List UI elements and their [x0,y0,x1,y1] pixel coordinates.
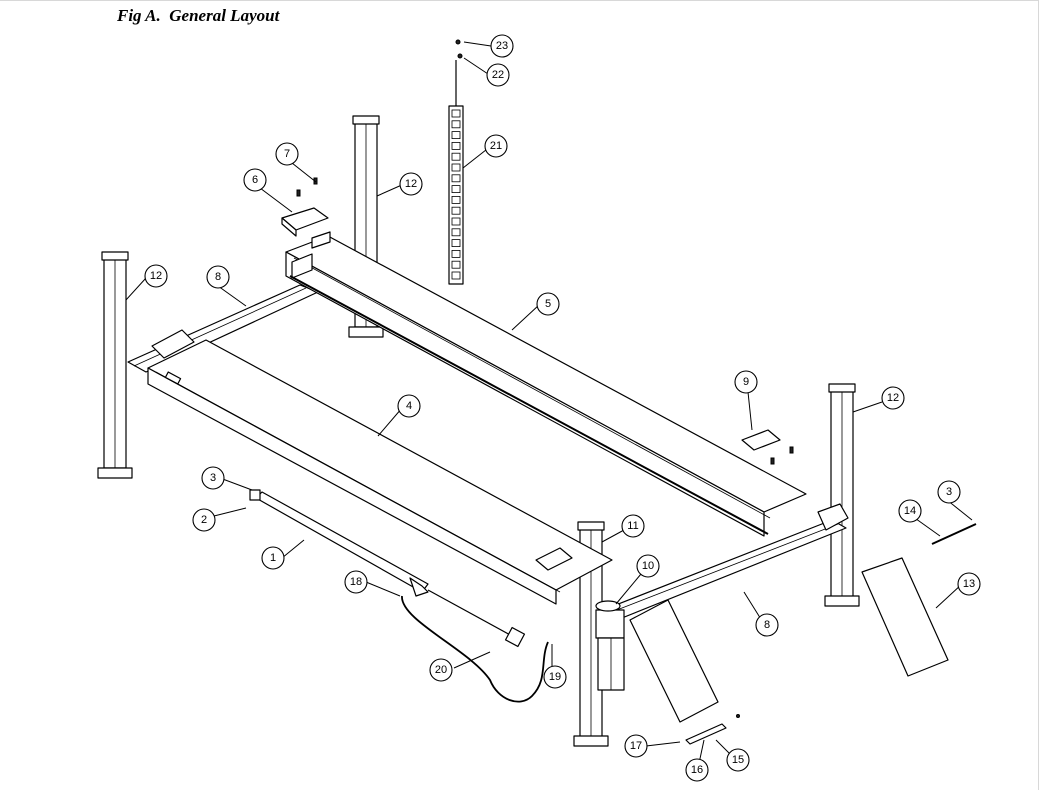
callout-label: 3 [946,486,952,498]
callout-label: 12 [887,392,899,404]
callout-12-rear: 12 [399,172,423,196]
ladder-slot [451,228,461,237]
hydraulic-hose-20 [401,595,549,703]
callout-4: 4 [397,394,421,418]
callout-label: 4 [406,400,412,412]
ladder-slot [451,249,461,258]
callout-16: 16 [685,758,709,782]
ladder-slot [451,152,461,161]
callout-label: 18 [350,576,362,588]
callout-3-right: 3 [937,480,961,504]
ladder-slot [451,195,461,204]
callout-label: 20 [435,664,447,676]
ladder-slot [451,185,461,194]
callout-10: 10 [636,554,660,578]
callout-label: 7 [284,148,290,160]
runway-5 [285,231,807,537]
callout-label: 12 [405,178,417,190]
callout-20: 20 [429,658,453,682]
callout-label: 11 [627,520,638,532]
callout-label: 6 [252,174,258,186]
callout-8-front: 8 [755,613,779,637]
callout-3-left: 3 [201,466,225,490]
ladder-slot [451,217,461,226]
callout-label: 14 [904,505,916,517]
callout-12-right: 12 [881,386,905,410]
callout-18: 18 [344,570,368,594]
ladder-slot [451,260,461,269]
wheel-stop-6 [281,207,329,237]
wheel-stop-front [535,547,573,571]
wheel-stop-rear-left [151,329,195,359]
callout-8-rear: 8 [206,265,230,289]
callout-6: 6 [243,168,267,192]
callout-17: 17 [624,734,648,758]
callout-label: 21 [490,140,502,152]
post-left-front [97,251,133,479]
callout-label: 2 [201,514,207,526]
callout-label: 10 [642,560,654,572]
callout-9: 9 [734,370,758,394]
callout-label: 13 [963,578,975,590]
callout-label: 16 [691,764,703,776]
power-unit-10 [595,600,625,691]
crossbeam-front [597,503,849,623]
ladder-slot [451,174,461,183]
callout-label: 23 [496,40,508,52]
callout-1: 1 [261,546,285,570]
callout-19: 19 [543,665,567,689]
hydraulic-cylinder-1 [249,489,526,648]
callout-label: 17 [630,740,642,752]
callout-11: 11 [621,514,645,538]
post-right-rear [824,383,860,607]
callout-14: 14 [898,499,922,523]
callout-5: 5 [536,292,560,316]
callout-label: 8 [215,271,221,283]
ladder-slot [451,109,461,118]
callout-2: 2 [192,508,216,532]
callout-22: 22 [486,63,510,87]
callout-label: 12 [150,270,162,282]
callout-label: 19 [549,671,561,683]
approach-ramp-front [629,599,719,723]
ladder-slot [451,163,461,172]
ladder-slot [451,239,461,248]
ladder-slot [451,120,461,129]
callout-label: 8 [764,619,770,631]
ladder-slot [451,271,461,280]
ladder-slot [451,206,461,215]
wheel-stop-9 [741,429,781,451]
ladder-slot [451,131,461,140]
callout-12-left: 12 [144,264,168,288]
figure-title: Fig A. General Layout [117,6,280,25]
safety-ladder-21 [448,39,464,285]
ladder-slot [451,141,461,150]
approach-ramp-13 [861,557,949,677]
callout-label: 22 [492,69,504,81]
callout-7: 7 [275,142,299,166]
callout-label: 5 [545,298,551,310]
callout-21: 21 [484,134,508,158]
ramp-pin-14 [931,523,977,545]
callout-label: 15 [732,754,744,766]
callout-label: 9 [743,376,749,388]
callout-13: 13 [957,572,981,596]
callout-23: 23 [490,34,514,58]
callout-label: 3 [210,472,216,484]
ramp-plate-16 [685,714,740,745]
callout-label: 1 [270,552,276,564]
callout-15: 15 [726,748,750,772]
runway-4 [147,339,613,605]
